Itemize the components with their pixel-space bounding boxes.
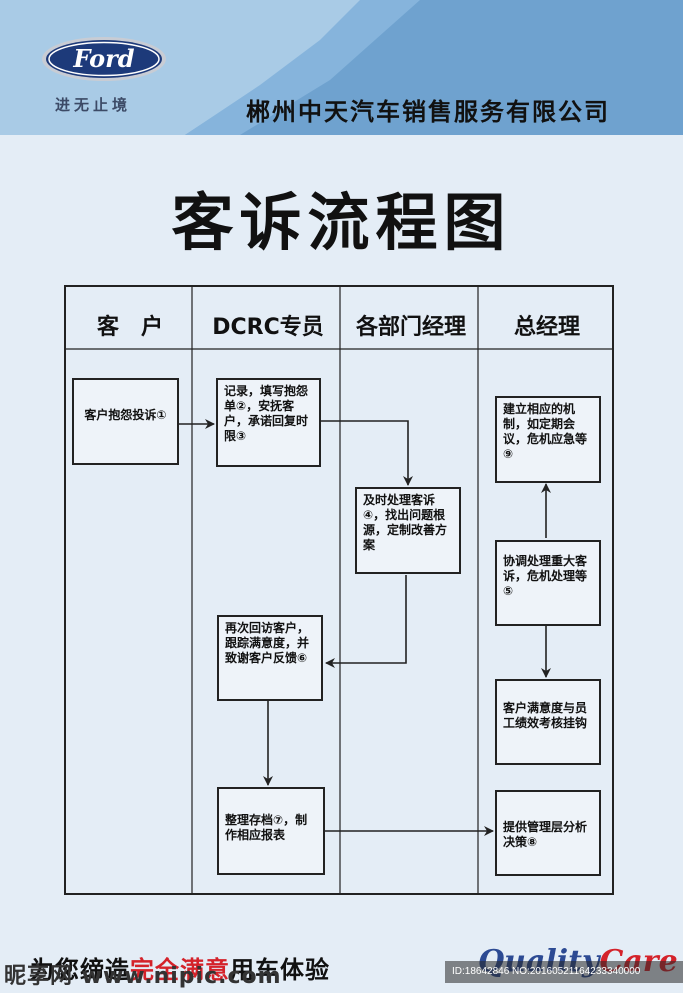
lane-header-dcrc: DCRC专员 [212,315,324,340]
step-handle-complaint: 及时处理客诉④，找出问题根源，定制改善方案 [355,487,461,574]
page-title: 客诉流程图 [171,186,512,259]
ford-logo-text: Ford [72,44,134,73]
footer-slogan-highlight: 完全满意 [130,956,230,984]
lane-header-customer: 客 户 [96,315,163,340]
company-name: 郴州中天汽车销售服务有限公司 [246,98,610,126]
ford-logo: Ford [42,37,166,81]
step-management-decision: 提供管理层分析决策⑧ [495,790,601,876]
brand-slogan: 进无止境 [55,96,132,114]
step-archive-report: 整理存档⑦，制作相应报表 [217,787,325,875]
step-satisfaction-performance: 客户满意度与员工绩效考核挂钩 [495,679,601,765]
image-id-bar [445,961,683,983]
swimlane-frame: 客 户 DCRC专员 各部门经理 总经理 [64,285,614,895]
image-id-text: ID:18642846 NO:20160521164233340000 [452,966,641,977]
watermark: 昵享网 www.nipic.com [4,964,282,989]
step-record-complaint: 记录，填写抱怨单②，安抚客户，承诺回复时限③ [216,378,321,467]
step-establish-mechanism: 建立相应的机制，如定期会议，危机应急等⑨ [495,396,601,483]
step-coordinate-major-complaint: 协调处理重大客诉，危机处理等⑤ [495,540,601,626]
footer-slogan-post: 用车体验 [230,956,330,984]
step-customer-complaint: 客户抱怨投诉① [72,378,179,465]
footer-slogan: 为您缔造完全满意用车体验 [30,950,330,985]
lane-header-general-manager: 总经理 [513,315,580,340]
step-revisit-customer: 再次回访客户，跟踪满意度，并致谢客户反馈⑥ [217,615,323,701]
footer-slogan-pre: 为您缔造 [30,956,130,984]
lane-header-dept-manager: 各部门经理 [355,315,466,340]
header-banner [0,0,683,135]
